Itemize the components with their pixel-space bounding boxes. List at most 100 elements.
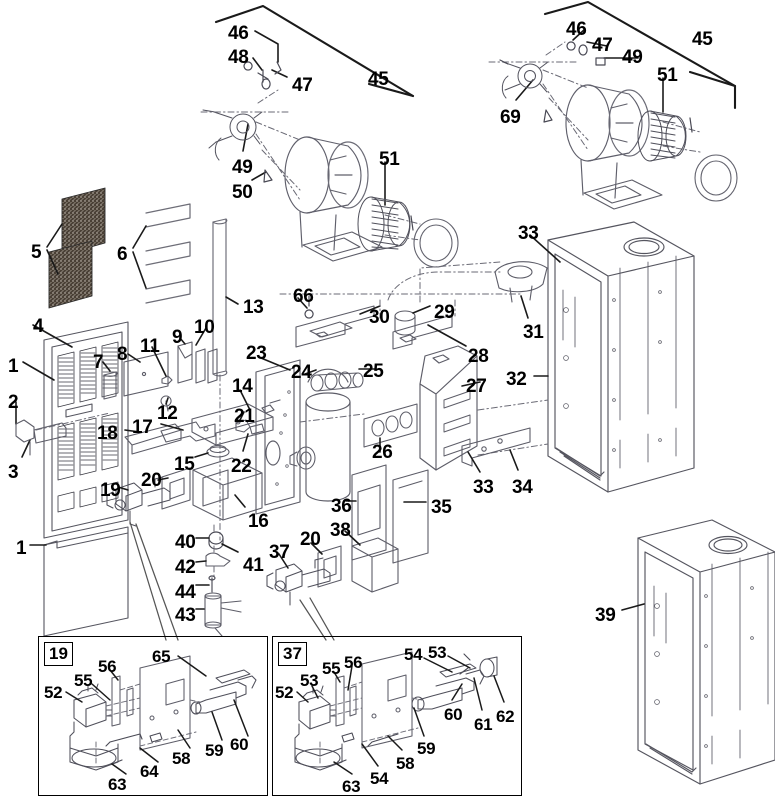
part-40 xyxy=(208,531,224,550)
callout-59: 59 xyxy=(417,739,436,758)
callout-14: 14 xyxy=(232,376,253,397)
part-43 xyxy=(204,592,242,637)
heat-shield-27 xyxy=(419,345,478,471)
callout-38: 38 xyxy=(330,520,351,541)
callout-15: 15 xyxy=(174,454,195,475)
inset-37-content xyxy=(294,651,505,775)
callout-26: 26 xyxy=(372,442,393,463)
callout-63: 63 xyxy=(108,775,127,794)
callout-40: 40 xyxy=(175,532,196,553)
burner-rail-26 xyxy=(363,403,418,448)
gasket-ring-right xyxy=(694,154,738,202)
callout-34: 34 xyxy=(512,477,533,498)
callout-30: 30 xyxy=(369,307,390,328)
callout-5: 5 xyxy=(31,242,42,263)
leader-5 xyxy=(46,223,63,275)
callout-31: 31 xyxy=(523,322,544,343)
callout-20: 20 xyxy=(300,529,321,550)
blower-housing-right xyxy=(565,84,650,199)
inset-frame-19 xyxy=(38,636,268,796)
blower-housing-left xyxy=(284,136,369,251)
box-38 xyxy=(351,537,399,593)
plate-30 xyxy=(295,305,375,348)
callout-33: 33 xyxy=(518,223,539,244)
callout-66: 66 xyxy=(293,286,314,307)
plate-28 xyxy=(392,314,453,350)
louvered-door-4 xyxy=(43,321,129,539)
cabinet-32 xyxy=(547,221,695,493)
callout-1: 1 xyxy=(16,538,27,559)
blank-panel-1 xyxy=(43,526,129,637)
callout-4: 4 xyxy=(33,316,44,337)
callout-20: 20 xyxy=(141,470,162,491)
gasket-20-right xyxy=(317,545,342,588)
callout-50: 50 xyxy=(232,182,253,203)
callout-58: 58 xyxy=(172,749,191,768)
part-8 xyxy=(123,351,169,397)
callout-49: 49 xyxy=(622,47,643,68)
callout-2: 2 xyxy=(8,392,19,413)
part-11 xyxy=(161,375,173,385)
callout-51: 51 xyxy=(657,65,678,86)
callout-51: 51 xyxy=(379,149,400,170)
bracket-45-left xyxy=(214,4,415,98)
callout-10: 10 xyxy=(194,317,215,338)
callout-36: 36 xyxy=(331,496,352,517)
mount-plate-right xyxy=(583,179,663,210)
callout-39: 39 xyxy=(595,605,616,626)
panel-36 xyxy=(351,464,387,561)
inset-tag-19: 19 xyxy=(44,642,73,666)
callout-64: 64 xyxy=(140,762,159,781)
callout-42: 42 xyxy=(175,557,196,578)
callout-63: 63 xyxy=(342,777,361,796)
blower-wheel-right xyxy=(637,110,687,162)
callout-49: 49 xyxy=(232,157,253,178)
callout-17: 17 xyxy=(132,417,153,438)
callout-37: 37 xyxy=(269,542,290,563)
callout-54: 54 xyxy=(404,645,423,664)
callout-35: 35 xyxy=(431,497,452,518)
callout-56: 56 xyxy=(98,657,117,676)
callout-21: 21 xyxy=(234,406,255,427)
cap-29 xyxy=(394,310,416,336)
callout-6: 6 xyxy=(117,244,128,265)
callout-52: 52 xyxy=(275,683,294,702)
part-10 xyxy=(195,348,218,384)
callout-9: 9 xyxy=(172,327,183,348)
part-9 xyxy=(177,341,193,384)
callout-47: 47 xyxy=(292,75,313,96)
callout-60: 60 xyxy=(230,735,249,754)
callout-53: 53 xyxy=(300,671,319,690)
callout-29: 29 xyxy=(434,302,455,323)
motor-left xyxy=(202,109,263,161)
tube-13 xyxy=(212,218,228,377)
callout-55: 55 xyxy=(322,659,341,678)
callout-58: 58 xyxy=(396,754,415,773)
leader-6 xyxy=(132,225,147,289)
callout-44: 44 xyxy=(175,582,196,603)
bulkhead-23 xyxy=(255,359,301,515)
bracket-45-right xyxy=(543,0,737,110)
hinge-2 xyxy=(15,419,67,456)
callout-43: 43 xyxy=(175,605,196,626)
callout-19: 19 xyxy=(100,480,121,501)
valve-37 xyxy=(266,557,331,606)
mount-plate-left xyxy=(302,231,383,262)
callout-22: 22 xyxy=(231,456,252,477)
callout-28: 28 xyxy=(468,346,489,367)
box-16 xyxy=(192,457,263,521)
callout-46: 46 xyxy=(566,19,587,40)
valve-19 xyxy=(106,476,171,527)
callout-18: 18 xyxy=(97,423,118,444)
callout-16: 16 xyxy=(248,511,269,532)
coil-forms xyxy=(145,203,191,304)
gasket-ring-left xyxy=(413,218,459,268)
callout-62: 62 xyxy=(496,707,515,726)
inset-19-content xyxy=(65,655,257,775)
cabinet-39 xyxy=(637,519,775,785)
callout-8: 8 xyxy=(117,344,128,365)
part-21 xyxy=(235,419,265,435)
inset-tag-37: 37 xyxy=(278,642,307,666)
